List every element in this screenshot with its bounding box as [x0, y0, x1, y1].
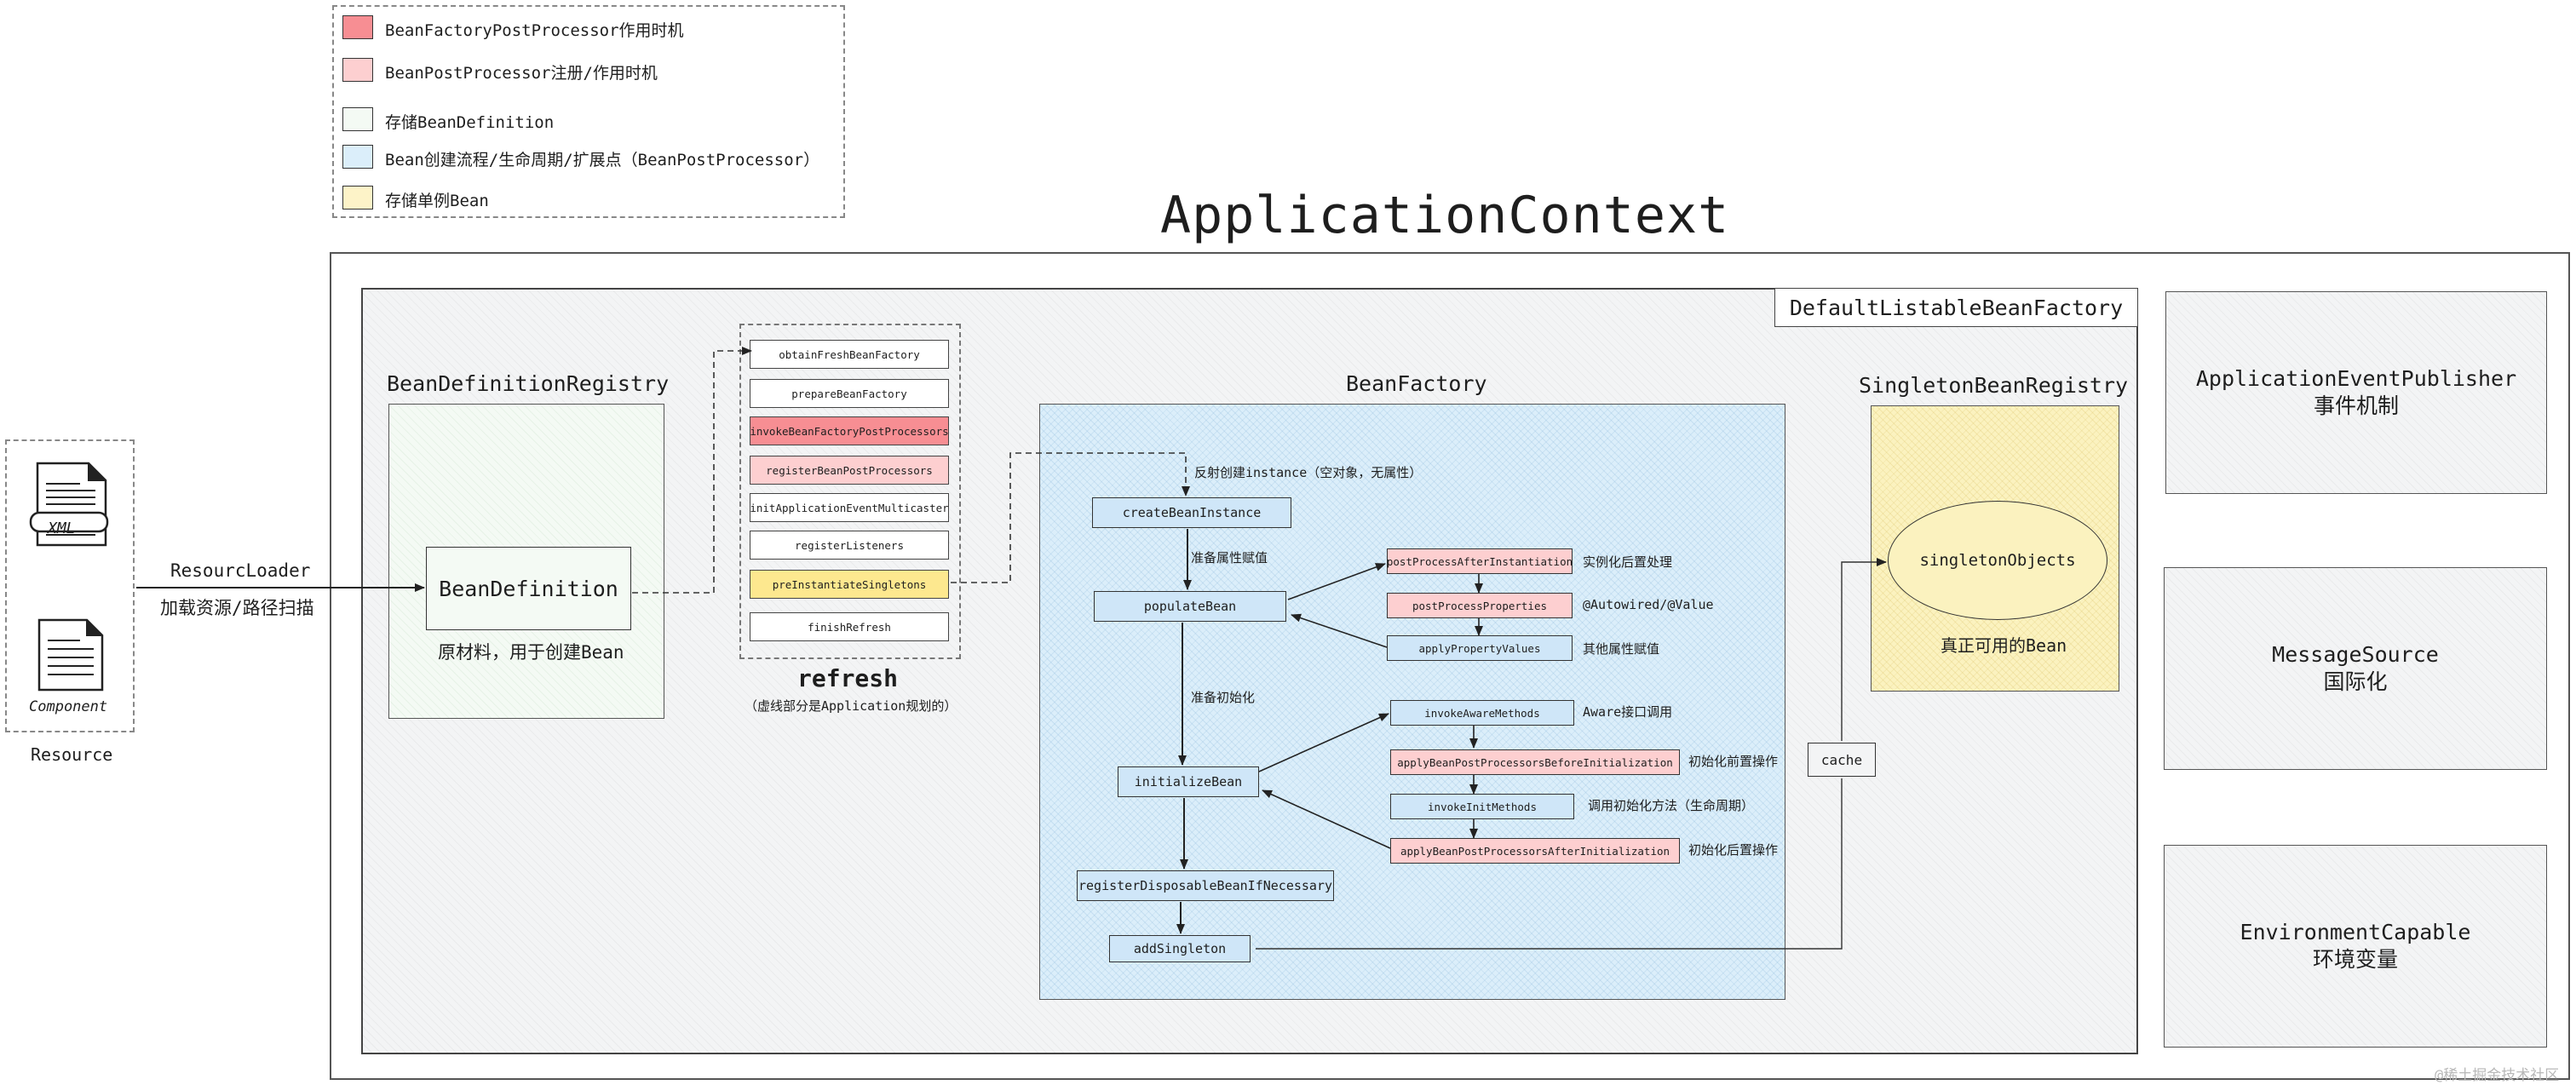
legend-swatch	[342, 58, 373, 82]
refresh-step: initApplicationEventMulticaster	[750, 493, 949, 522]
prepare-props-note: 准备属性赋值	[1191, 550, 1268, 565]
init-ext-note: 调用初始化方法（生命周期）	[1588, 798, 1755, 813]
refresh-step: registerBeanPostProcessors	[750, 456, 949, 485]
init-ext-step: invokeInitMethods	[1390, 794, 1574, 819]
resource-group	[5, 439, 135, 732]
legend-swatch	[342, 15, 373, 39]
register-disposable-step: registerDisposableBeanIfNecessary	[1077, 870, 1334, 901]
bean-factory-title: BeanFactory	[1346, 371, 1487, 396]
bean-definition-box: BeanDefinition	[426, 547, 631, 630]
legend-swatch	[342, 145, 373, 169]
watermark: @稀土掘金技术社区	[2435, 1067, 2560, 1084]
environment-capable-box: EnvironmentCapable 环境变量	[2164, 845, 2547, 1048]
refresh-step: invokeBeanFactoryPostProcessors	[750, 416, 949, 445]
init-ext-note: Aware接口调用	[1583, 704, 1673, 720]
component-label: Component	[29, 698, 108, 715]
legend-label: BeanFactoryPostProcessor作用时机	[385, 21, 684, 40]
populate-ext-step: applyPropertyValues	[1387, 635, 1573, 661]
prepare-init-note: 准备初始化	[1191, 690, 1256, 705]
init-ext-note: 初始化后置操作	[1688, 842, 1779, 858]
refresh-step: finishRefresh	[750, 612, 949, 641]
populate-ext-note: 其他属性赋值	[1583, 641, 1660, 657]
singleton-registry-title: SingletonBeanRegistry	[1859, 373, 2129, 398]
create-bean-instance-step: createBeanInstance	[1092, 497, 1291, 528]
xml-file-icon	[29, 462, 109, 547]
application-event-publisher-subtitle: 事件机制	[2313, 393, 2399, 418]
refresh-step: obtainFreshBeanFactory	[750, 340, 949, 369]
populate-bean-step: populateBean	[1094, 591, 1286, 622]
init-ext-step: applyBeanPostProcessorsBeforeInitializat…	[1390, 749, 1680, 775]
xml-label: XML	[48, 520, 76, 537]
refresh-step: prepareBeanFactory	[750, 379, 949, 408]
singleton-registry-caption: 真正可用的Bean	[1941, 635, 2067, 656]
refresh-step: preInstantiateSingletons	[750, 570, 949, 599]
initialize-bean-step: initializeBean	[1118, 766, 1259, 797]
add-singleton-step: addSingleton	[1109, 935, 1251, 962]
legend-label: 存储单例Bean	[385, 192, 489, 210]
refresh-group	[739, 324, 961, 659]
cache-box: cache	[1808, 743, 1876, 777]
refresh-step: registerListeners	[750, 531, 949, 560]
populate-ext-note: 实例化后置处理	[1583, 554, 1673, 570]
page-title: ApplicationContext	[1160, 186, 1730, 245]
resource-label: Resource	[31, 744, 113, 765]
registry-title: BeanDefinitionRegistry	[387, 371, 670, 396]
init-ext-step: applyBeanPostProcessorsAfterInitializati…	[1390, 838, 1680, 864]
init-ext-note: 初始化前置操作	[1688, 754, 1779, 769]
init-ext-step: invokeAwareMethods	[1390, 700, 1574, 726]
registry-caption: 原材料，用于创建Bean	[438, 642, 624, 663]
default-factory-label: DefaultListableBeanFactory	[1774, 288, 2138, 327]
message-source-title: MessageSource	[2272, 642, 2439, 667]
legend-swatch	[342, 186, 373, 210]
environment-capable-title: EnvironmentCapable	[2240, 920, 2471, 944]
legend-label: Bean创建流程/生命周期/扩展点（BeanPostProcessor）	[385, 151, 820, 169]
singleton-objects-ellipse: singletonObjects	[1888, 501, 2107, 620]
reflect-note: 反射创建instance（空对象，无属性）	[1194, 465, 1423, 480]
refresh-title: refresh	[797, 664, 899, 692]
application-event-publisher-title: ApplicationEventPublisher	[2195, 366, 2517, 391]
application-context-frame	[330, 252, 2570, 1080]
populate-ext-note: @Autowired/@Value	[1583, 597, 1714, 612]
legend-label: 存储BeanDefinition	[385, 113, 555, 132]
component-file-icon	[37, 618, 104, 692]
legend-label: BeanPostProcessor注册/作用时机	[385, 64, 658, 83]
resource-loader-subtitle: 加载资源/路径扫描	[160, 598, 314, 618]
message-source-subtitle: 国际化	[2323, 669, 2388, 694]
populate-ext-step: postProcessAfterInstantiation	[1387, 548, 1573, 574]
populate-ext-step: postProcessProperties	[1387, 593, 1573, 618]
resource-loader-label: ResourcLoader	[170, 560, 311, 581]
legend-swatch	[342, 107, 373, 131]
legend: BeanFactoryPostProcessor作用时机 BeanPostProc…	[332, 5, 845, 218]
environment-capable-subtitle: 环境变量	[2312, 947, 2398, 972]
refresh-note: （虚线部分是Application规划的）	[745, 698, 957, 714]
